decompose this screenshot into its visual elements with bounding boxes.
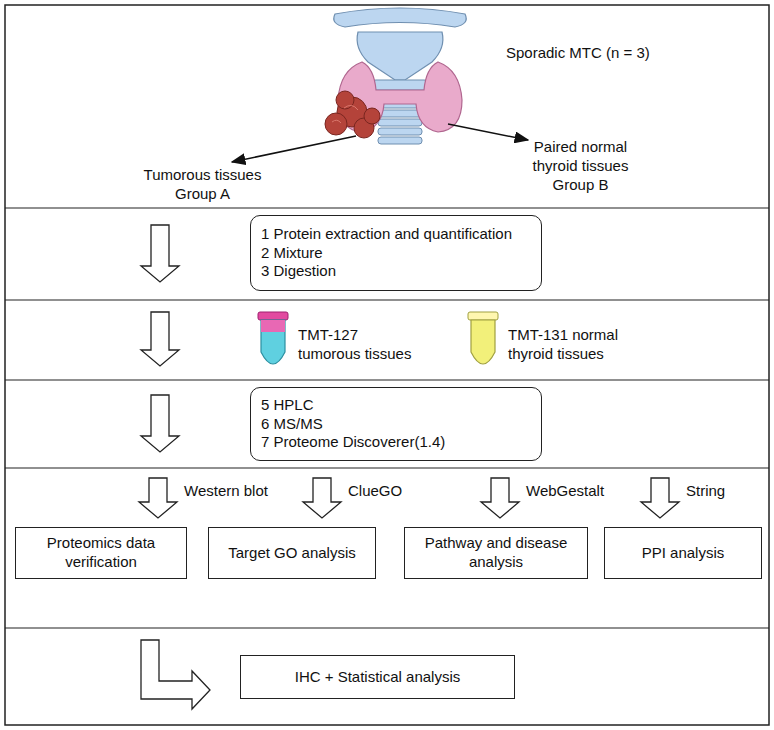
method-label: Western blot bbox=[184, 482, 294, 501]
hollow-arrows bbox=[139, 225, 679, 709]
result-box: Target GO analysis bbox=[208, 527, 376, 579]
sample-label: Sporadic MTC (n = 3) bbox=[506, 44, 706, 63]
result-box: Proteomics data verification bbox=[15, 527, 187, 579]
tube-131 bbox=[468, 312, 498, 364]
tmt-label: TMT-131 normal thyroid tissues bbox=[508, 326, 623, 364]
thyroid-illustration bbox=[325, 8, 466, 144]
box-text: Pathway and disease analysis bbox=[415, 534, 577, 572]
group-label: Tumorous tissues Group A bbox=[140, 166, 265, 204]
box-text: IHC + Statistical analysis bbox=[251, 668, 504, 687]
box-text: 6 MS/MS bbox=[261, 415, 531, 434]
step-box: 1 Protein extraction and quantification2… bbox=[250, 215, 542, 291]
tmt-label: TMT-127 tumorous tissues bbox=[298, 326, 423, 364]
box-text: Target GO analysis bbox=[219, 544, 365, 563]
box-text: 3 Digestion bbox=[261, 262, 531, 281]
method-label: WebGestalt bbox=[526, 482, 636, 501]
method-label: ClueGO bbox=[348, 482, 448, 501]
box-text: Proteomics data verification bbox=[26, 534, 176, 572]
tube-127 bbox=[258, 312, 288, 364]
pointer-arrows bbox=[232, 124, 528, 162]
group-label: Paired normal thyroid tissues Group B bbox=[518, 138, 643, 194]
box-text: PPI analysis bbox=[615, 544, 751, 563]
result-box: IHC + Statistical analysis bbox=[240, 655, 515, 699]
box-text: 5 HPLC bbox=[261, 396, 531, 415]
box-text: 1 Protein extraction and quantification bbox=[261, 225, 531, 244]
result-box: Pathway and disease analysis bbox=[404, 527, 588, 579]
section-separators bbox=[5, 208, 769, 628]
result-box: PPI analysis bbox=[604, 527, 762, 579]
box-text: 2 Mixture bbox=[261, 244, 531, 263]
method-label: String bbox=[686, 482, 756, 501]
step-box: 5 HPLC6 MS/MS7 Proteome Discoverer(1.4) bbox=[250, 387, 542, 461]
box-text: 7 Proteome Discoverer(1.4) bbox=[261, 433, 531, 452]
outer-frame bbox=[5, 5, 769, 725]
